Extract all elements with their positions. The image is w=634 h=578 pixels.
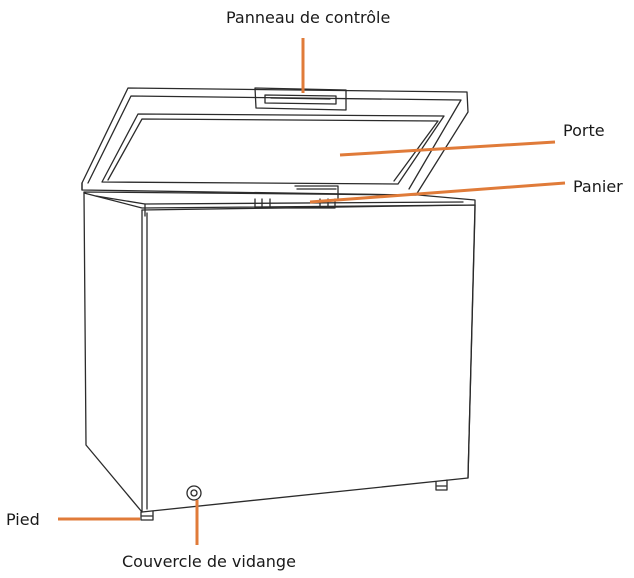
lid-outer-frame <box>81 87 469 196</box>
label-basket: Panier <box>573 177 623 196</box>
top-rim-inner <box>95 195 464 205</box>
cabinet-left-side <box>83 192 143 513</box>
cabinet-right-edge <box>467 204 476 479</box>
cabinet-front <box>141 204 476 513</box>
leader-basket <box>309 181 566 204</box>
foot-front-left <box>140 510 154 521</box>
label-control-panel: Panneau de contrôle <box>226 8 391 27</box>
cabinet-body <box>83 192 476 513</box>
foot-front-right <box>435 479 448 491</box>
drain-cover-drawing <box>186 485 202 501</box>
lid-inner-panel <box>101 113 445 185</box>
lid <box>81 87 469 196</box>
feet <box>140 479 448 521</box>
label-foot: Pied <box>6 510 40 529</box>
top-rim-outer <box>83 191 476 209</box>
label-drain-cover: Couvercle de vidange <box>122 552 296 571</box>
lid-rim <box>87 95 462 190</box>
leader-lines <box>58 38 566 545</box>
control-panel-housing <box>254 87 347 111</box>
basket-drawing <box>254 185 339 209</box>
label-door: Porte <box>563 121 605 140</box>
freezer-outline <box>81 87 476 521</box>
lid-inner-panel-inset <box>107 118 439 182</box>
leader-door <box>339 140 556 157</box>
